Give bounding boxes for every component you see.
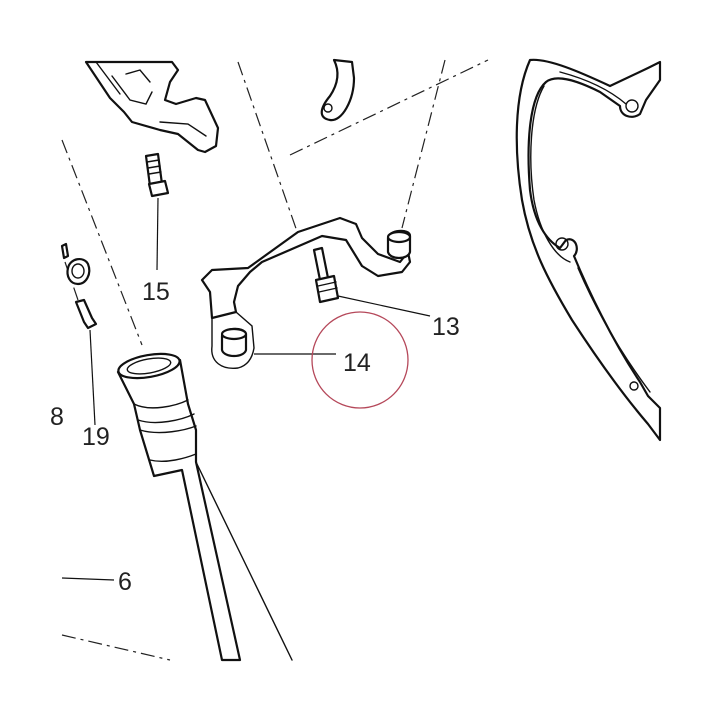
callout-label-19: 19 [82,423,110,451]
callout-label-14: 14 [343,349,371,377]
axis-line-upper [289,59,489,156]
axis-lines [61,59,489,661]
axis-line-bracket [237,61,301,241]
hook-part [320,58,356,122]
screw-15 [144,152,170,271]
callout-14-highlight [311,311,409,409]
axis-line-tube [61,139,143,346]
callout-label-6: 6 [118,568,132,596]
left-bolt-part [60,242,98,426]
axis-line-bottom [61,634,171,661]
screw-13-part [312,246,431,317]
long-tube-part [61,352,293,662]
upper-clamp-part [84,60,220,154]
callout-label-13: 13 [432,313,460,341]
axis-line-pin [401,59,446,229]
frame-part [515,58,662,442]
callout-label-15: 15 [142,278,170,306]
callout-label-8-partial: 8 [50,403,64,431]
bracket-14-part [200,216,412,369]
